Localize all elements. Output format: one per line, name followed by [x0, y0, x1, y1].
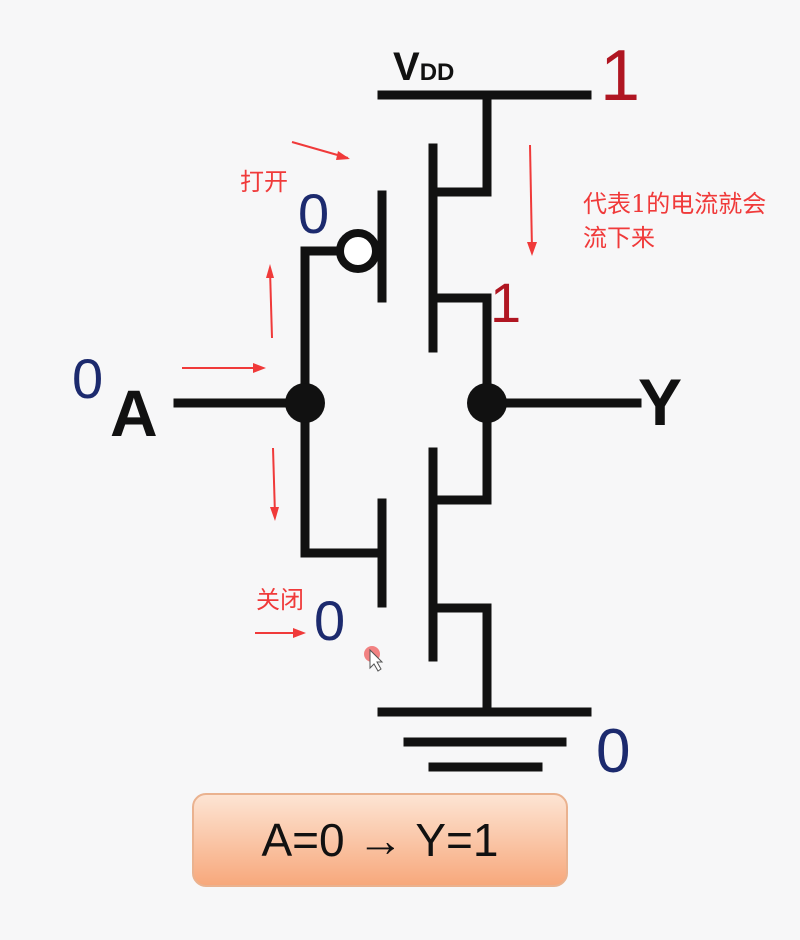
vdd-value: 1: [600, 36, 640, 116]
input-node: [285, 383, 325, 423]
pmos-drain: [431, 293, 492, 408]
nmos-source: [431, 603, 492, 717]
current-note-line1: 代表1的电流就会: [583, 190, 766, 218]
input-value: 0: [72, 347, 103, 410]
current-note-line2: 流下来: [583, 224, 655, 252]
mid-value: 1: [490, 271, 521, 334]
pmos-bubble: [336, 229, 380, 273]
pmos-state-note: 打开: [240, 168, 288, 196]
nmos-drain: [431, 398, 492, 505]
annotation-arrows: [182, 141, 537, 638]
input-label: A: [110, 376, 158, 450]
nmos-state-note: 关闭: [256, 586, 304, 614]
output-label: Y: [638, 365, 682, 439]
result-box: A=0 → Y=1: [192, 793, 568, 887]
vdd-label: VDD: [393, 45, 454, 89]
nmos-gate-value: 0: [314, 589, 345, 652]
pmos-source: [431, 90, 492, 197]
pmos-gate-value: 0: [298, 182, 329, 245]
arrow-icon: [529, 144, 533, 251]
output-node: [467, 383, 507, 423]
mouse-cursor-icon: [364, 646, 384, 672]
ground-value: 0: [596, 717, 630, 786]
arrow-icon: [269, 269, 273, 339]
arrow-icon: [272, 447, 276, 516]
result-text: A=0 → Y=1: [261, 814, 499, 866]
wires: [173, 90, 642, 772]
